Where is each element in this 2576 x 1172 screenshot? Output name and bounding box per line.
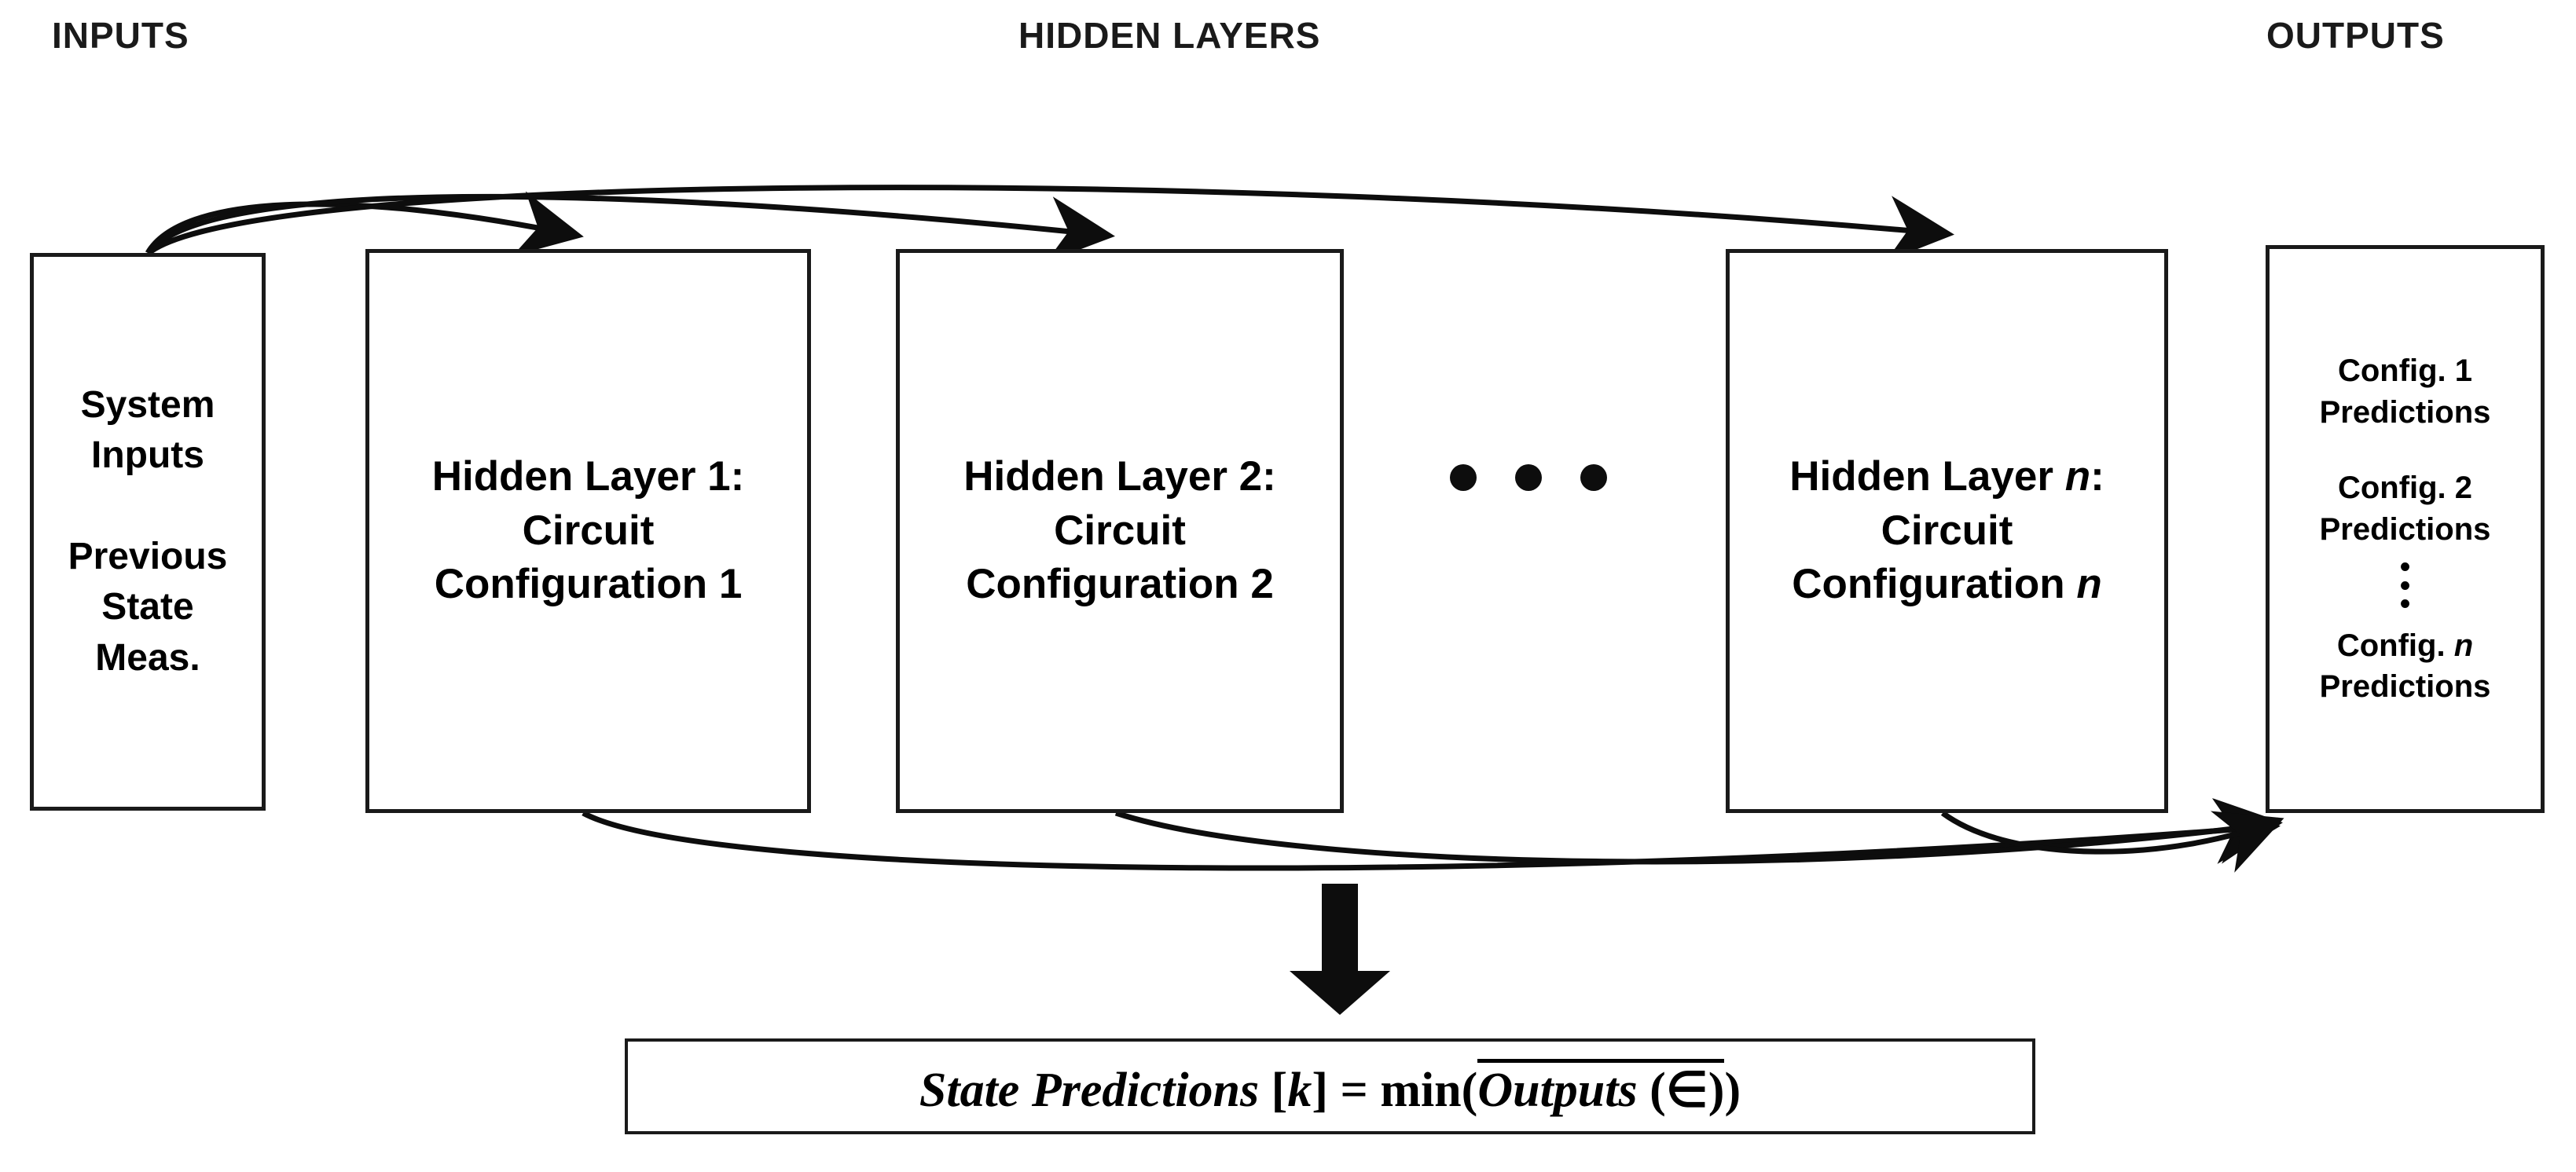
equation-lhs-bracket-open: [ — [1259, 1063, 1288, 1117]
equation-arg-outputs: Outputs — [1477, 1063, 1638, 1117]
output-config-n-predictions: Predictions — [2319, 669, 2491, 705]
vdot-2: • — [2399, 569, 2411, 602]
vdot-3: • — [2399, 588, 2411, 621]
section-heading-outputs: OUTPUTS — [2266, 15, 2445, 56]
output-config-1-title: Config. 1 — [2337, 353, 2473, 388]
equation-operator: = — [1340, 1063, 1381, 1117]
hidden-layer-n-text: Hidden Layer n: Circuit Configuration n — [1789, 450, 2104, 613]
hidden-layer-1-line-config: Configuration 1 — [434, 561, 743, 608]
equation-text: State Predictions [k] = min(Outputs (∈)) — [919, 1058, 1741, 1117]
output-config-2-title: Config. 2 — [2337, 471, 2473, 506]
vdot-1: • — [2399, 550, 2411, 584]
hidden-layer-2-text: Hidden Layer 2: Circuit Configuration 2 — [963, 450, 1276, 613]
arrow-inputs-to-hidden1 — [145, 191, 584, 256]
inputs-box-text: System Inputs Previous State Meas. — [64, 380, 233, 683]
section-heading-hidden-layers: HIDDEN LAYERS — [1018, 15, 1321, 56]
output-config-2-predictions: Predictions — [2319, 512, 2491, 548]
equation-lhs-term: State Predictions — [919, 1063, 1260, 1117]
equation-close-paren: ) — [1724, 1063, 1741, 1117]
arrow-hidden1-to-outputs — [582, 798, 2281, 871]
section-heading-inputs: INPUTS — [52, 15, 189, 56]
hidden-layer-n-line-config: Configuration n — [1792, 561, 2102, 608]
equation-lhs-bracket-close: ] — [1312, 1063, 1341, 1117]
hidden-layer-2-box[interactable]: Hidden Layer 2: Circuit Configuration 2 — [896, 249, 1344, 813]
arrow-hiddenn-to-outputs — [1940, 811, 2284, 873]
down-arrow-to-equation — [1290, 884, 1390, 1015]
arrow-inputs-to-hidden2 — [147, 193, 1115, 262]
inputs-line-blank — [68, 482, 228, 532]
equation-overbar-group: Outputs (∈) — [1477, 1058, 1725, 1117]
output-item-config-1: Config. 1 Predictions — [2320, 350, 2491, 434]
output-vertical-ellipsis-icon: • • • — [2399, 550, 2411, 621]
output-item-config-n: Config. n Predictions — [2320, 625, 2491, 709]
output-config-n-title: Config. n — [2336, 628, 2474, 663]
ellipsis-dot-2 — [1515, 464, 1542, 491]
equation-arg-set-membership: (∈) — [1637, 1063, 1725, 1117]
hidden-layer-n-box[interactable]: Hidden Layer n: Circuit Configuration n — [1726, 249, 2168, 813]
hidden-layer-2-title: Hidden Layer 2: — [963, 452, 1276, 500]
inputs-box[interactable]: System Inputs Previous State Meas. — [30, 253, 266, 811]
output-item-config-2: Config. 2 Predictions — [2320, 467, 2491, 551]
inputs-line-inputs: Inputs — [91, 434, 204, 477]
equation-min-function: min( — [1380, 1063, 1478, 1117]
hidden-layer-1-title: Hidden Layer 1: — [431, 452, 745, 500]
output-config-1-predictions: Predictions — [2319, 394, 2491, 430]
ellipsis-dot-1 — [1450, 464, 1477, 491]
ellipsis-dot-3 — [1580, 464, 1607, 491]
inputs-line-system: System — [80, 384, 215, 427]
inputs-line-meas: Meas. — [95, 636, 200, 679]
inputs-line-state: State — [101, 586, 194, 628]
equation-box[interactable]: State Predictions [k] = min(Outputs (∈)) — [625, 1038, 2035, 1134]
arrow-inputs-to-hiddenn — [149, 185, 1954, 262]
hidden-layer-n-line-circuit: Circuit — [1881, 507, 2013, 554]
hidden-layer-2-line-circuit: Circuit — [1054, 507, 1186, 554]
inputs-line-previous: Previous — [68, 536, 228, 577]
hidden-layer-1-line-circuit: Circuit — [522, 507, 655, 554]
equation-lhs-index: k — [1287, 1063, 1312, 1117]
hidden-layer-1-text: Hidden Layer 1: Circuit Configuration 1 — [432, 450, 745, 613]
arrow-hidden2-to-outputs — [1114, 798, 2283, 865]
outputs-box[interactable]: Config. 1 Predictions Config. 2 Predicti… — [2266, 245, 2545, 813]
hidden-layer-2-line-config: Configuration 2 — [966, 561, 1274, 608]
hidden-layer-n-title: Hidden Layer n: — [1789, 452, 2104, 500]
hidden-layers-ellipsis-icon — [1450, 462, 1607, 493]
hidden-layer-1-box[interactable]: Hidden Layer 1: Circuit Configuration 1 — [365, 249, 811, 813]
